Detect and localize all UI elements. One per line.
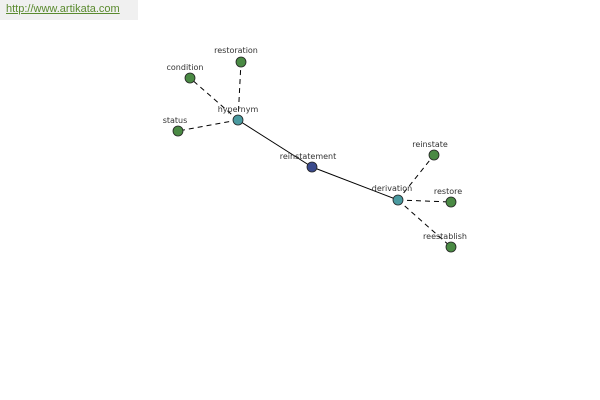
edge-layer: [177, 61, 452, 248]
node-derivation[interactable]: [392, 194, 404, 206]
node-reestablish[interactable]: [445, 241, 457, 253]
edge-derivation-reestablish: [397, 199, 452, 248]
edge-derivation-reinstate: [397, 154, 435, 201]
edge-hypernym-restoration: [237, 61, 242, 121]
node-layer: [172, 56, 457, 253]
node-label-restore: restore: [434, 187, 462, 196]
node-label-reestablish: reestablish: [423, 232, 467, 241]
node-label-condition: condition: [167, 63, 204, 72]
node-label-reinstate: reinstate: [412, 140, 448, 149]
node-label-status: status: [163, 116, 188, 125]
edge-hypernym-status: [177, 119, 239, 132]
node-label-hypernym: hypernym: [218, 105, 259, 114]
edge-derivation-restore: [397, 199, 452, 203]
node-restoration[interactable]: [235, 56, 247, 68]
node-label-reinstatement: reinstatement: [280, 152, 337, 161]
edge-hypernym-condition: [189, 77, 239, 121]
node-label-derivation: derivation: [372, 184, 412, 193]
source-banner: http://www.artikata.com: [0, 0, 138, 20]
node-condition[interactable]: [184, 72, 196, 84]
node-reinstate[interactable]: [428, 149, 440, 161]
node-hypernym[interactable]: [232, 114, 244, 126]
edge-reinstatement-hypernym: [237, 119, 313, 168]
node-status[interactable]: [172, 125, 184, 137]
edge-reinstatement-derivation: [311, 166, 399, 201]
label-layer: reinstatement hypernym derivation condition…: [163, 46, 467, 241]
source-link[interactable]: http://www.artikata.com: [6, 3, 120, 15]
node-reinstatement[interactable]: [306, 161, 318, 173]
node-label-restoration: restoration: [214, 46, 258, 55]
node-restore[interactable]: [445, 196, 457, 208]
